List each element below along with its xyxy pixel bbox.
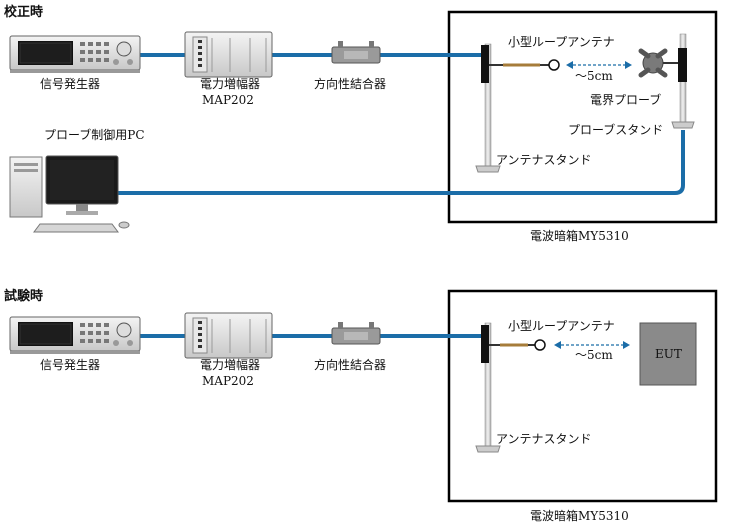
antenna-stand bbox=[475, 43, 501, 173]
antenna-stand-label: アンテナスタンド bbox=[496, 432, 592, 446]
signal-generator-label: 信号発生器 bbox=[40, 358, 100, 372]
antenna-stand-label: アンテナスタンド bbox=[496, 153, 592, 167]
amplifier-label-line2: MAP202 bbox=[202, 93, 254, 107]
pc-label: プローブ制御用PC bbox=[44, 127, 145, 142]
shielded-chamber bbox=[447, 289, 718, 503]
power-amplifier-device bbox=[184, 31, 273, 78]
loop-antenna bbox=[489, 59, 560, 71]
coupler-label: 方向性結合器 bbox=[314, 357, 386, 372]
shielded-chamber bbox=[447, 10, 718, 224]
eut-label: EUT bbox=[655, 347, 682, 361]
heading-calibration: 校正時 bbox=[4, 4, 43, 20]
amplifier-label-line1: 電力増幅器 bbox=[200, 357, 260, 372]
eut-box bbox=[639, 322, 697, 386]
directional-coupler-device bbox=[331, 322, 381, 345]
antenna-stand bbox=[475, 322, 501, 453]
loop-antenna bbox=[489, 339, 546, 351]
distance-label: ～5cm bbox=[575, 348, 613, 362]
power-amplifier-device bbox=[184, 312, 273, 359]
probe-stand-label: プローブスタンド bbox=[568, 122, 663, 137]
field-probe bbox=[638, 48, 680, 78]
section-test: 試験時 電波暗箱MY5310 信号発生器 bbox=[4, 288, 718, 523]
signal-generator-device bbox=[9, 316, 141, 354]
pc-computer bbox=[9, 155, 130, 233]
loop-antenna-label: 小型ループアンテナ bbox=[508, 35, 615, 49]
signal-generator-label: 信号発生器 bbox=[40, 77, 100, 91]
probe-stand bbox=[671, 33, 695, 129]
cable-pc-probe bbox=[118, 130, 685, 195]
coupler-label: 方向性結合器 bbox=[314, 76, 386, 91]
signal-generator-device bbox=[9, 35, 141, 73]
amplifier-label-line1: 電力増幅器 bbox=[200, 76, 260, 91]
field-probe-label: 電界プローブ bbox=[590, 92, 661, 107]
heading-test: 試験時 bbox=[4, 288, 43, 304]
loop-antenna-label: 小型ループアンテナ bbox=[508, 319, 615, 333]
directional-coupler-device bbox=[331, 41, 381, 64]
distance-arrow bbox=[554, 341, 630, 349]
distance-arrow bbox=[566, 61, 632, 69]
chamber-label: 電波暗箱MY5310 bbox=[530, 228, 629, 243]
chamber-label: 電波暗箱MY5310 bbox=[530, 508, 629, 523]
distance-label: ～5cm bbox=[575, 69, 613, 83]
section-calibration: 校正時 電波暗箱MY5310 信号発生器 bbox=[4, 4, 718, 243]
amplifier-label-line2: MAP202 bbox=[202, 374, 254, 388]
